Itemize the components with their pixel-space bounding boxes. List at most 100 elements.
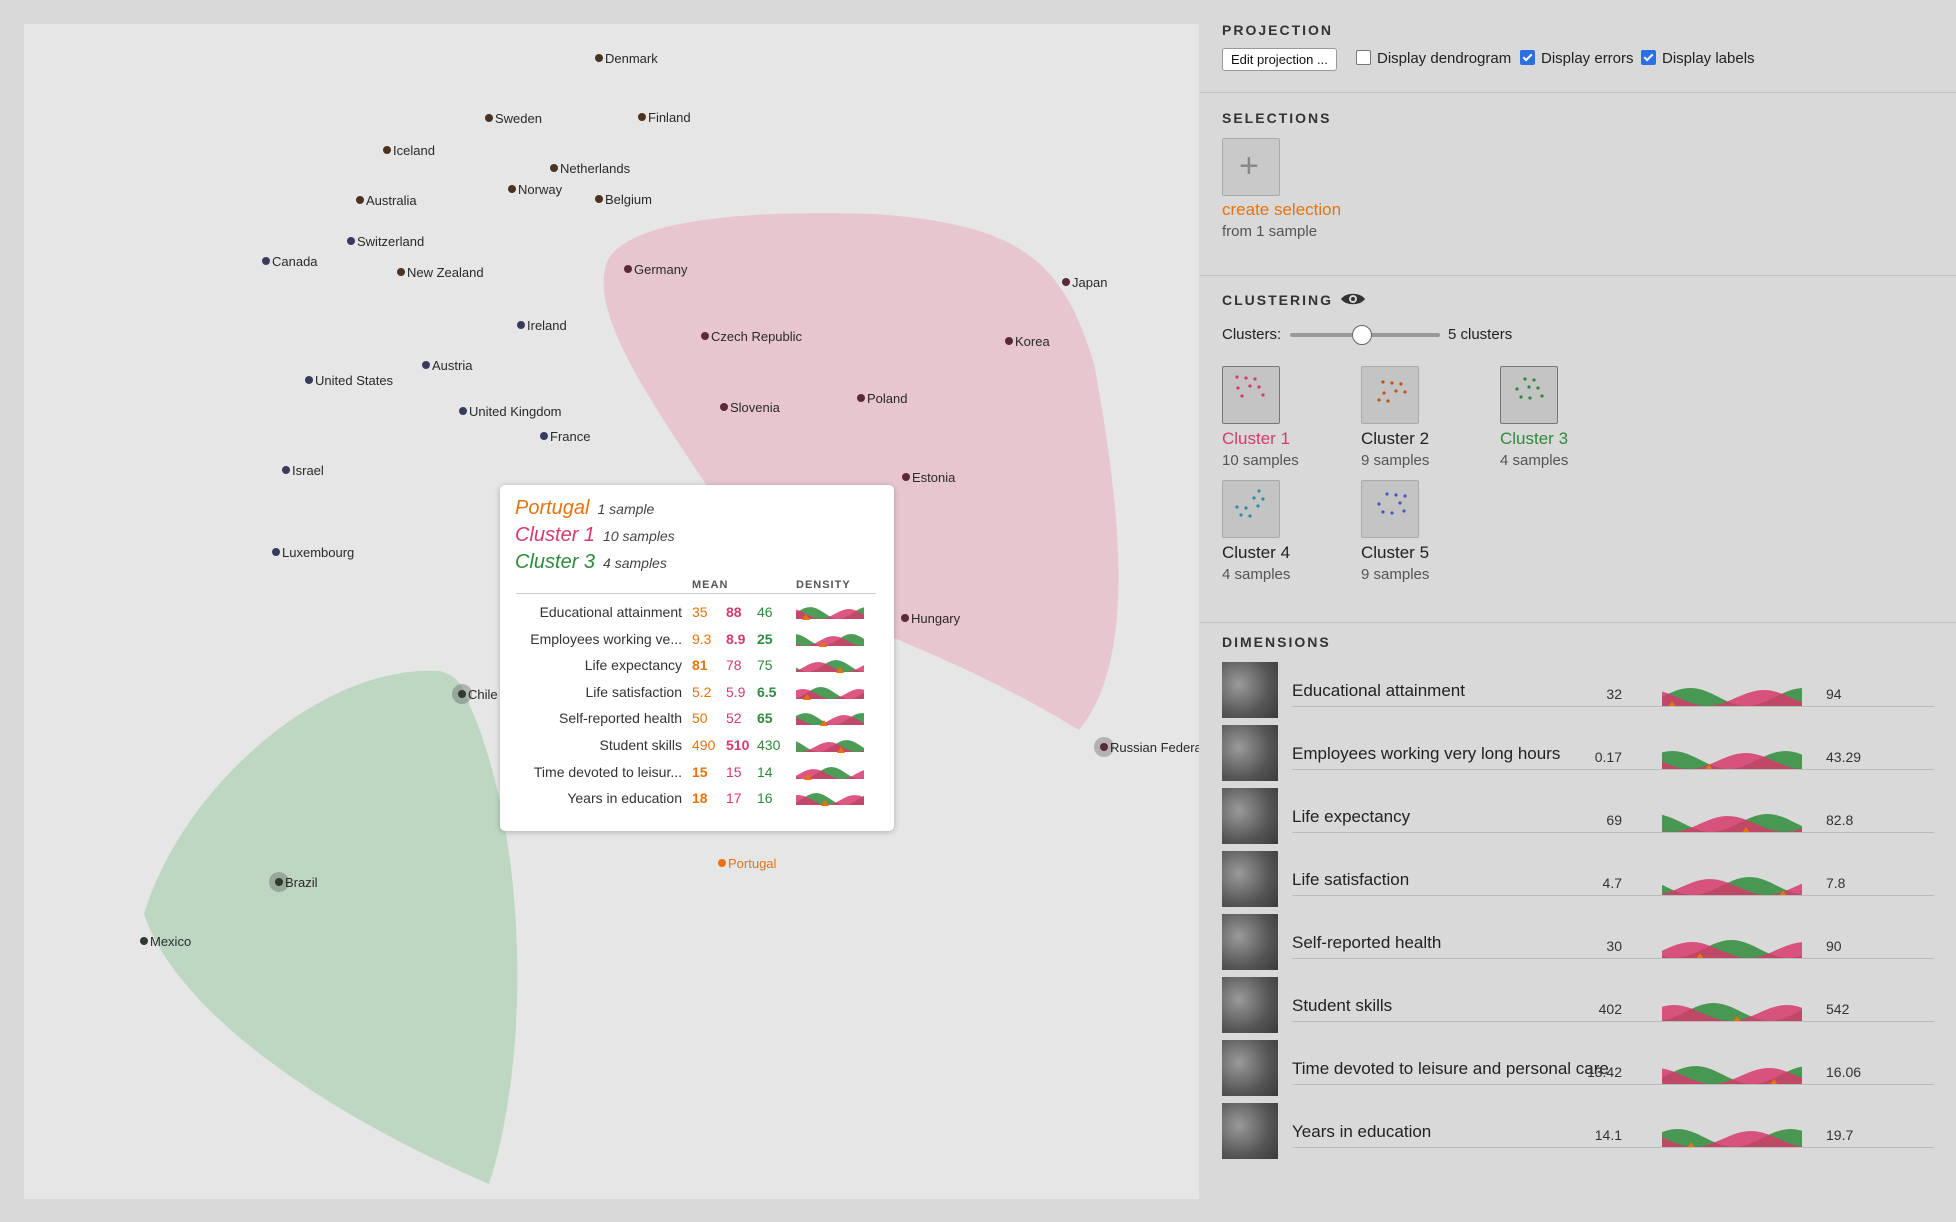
country-dot[interactable] xyxy=(1100,743,1108,751)
cluster-thumbnail[interactable] xyxy=(1500,366,1558,424)
dimension-baseline xyxy=(1292,1021,1934,1022)
country-dot[interactable] xyxy=(624,265,632,273)
country-dot[interactable] xyxy=(1005,337,1013,345)
country-dot[interactable] xyxy=(272,548,280,556)
country-dot[interactable] xyxy=(638,113,646,121)
metric-mean-value: 81 xyxy=(692,657,708,674)
country-dot[interactable] xyxy=(356,196,364,204)
country-dot[interactable] xyxy=(485,114,493,122)
density-area xyxy=(1662,1005,1802,1021)
cluster-name[interactable]: Cluster 5 xyxy=(1361,543,1430,562)
cluster-name[interactable]: Cluster 3 xyxy=(1500,429,1569,448)
labels-checkbox-box[interactable] xyxy=(1641,50,1656,65)
density-area xyxy=(796,742,864,752)
country-dot[interactable] xyxy=(517,321,525,329)
cluster-name[interactable]: Cluster 1 xyxy=(1222,429,1291,448)
cluster-mini-dot xyxy=(1236,386,1240,390)
country-dot[interactable] xyxy=(282,466,290,474)
country-dot[interactable] xyxy=(1062,278,1070,286)
country-dot[interactable] xyxy=(140,937,148,945)
metric-mean-value: 510 xyxy=(726,737,750,753)
display-errors-checkbox[interactable]: Display errors xyxy=(1520,50,1634,67)
dimension-heatmap-thumbnail[interactable] xyxy=(1222,851,1278,907)
dimension-heatmap-thumbnail[interactable] xyxy=(1222,977,1278,1033)
eye-icon[interactable] xyxy=(1340,291,1366,307)
sample-marker xyxy=(802,614,810,620)
country-dot[interactable] xyxy=(595,54,603,62)
slider-handle[interactable] xyxy=(1351,325,1372,345)
dimension-min: 13.42 xyxy=(1586,1064,1622,1080)
clusters-slider[interactable] xyxy=(1290,325,1440,345)
cluster-mini-dot xyxy=(1528,396,1532,400)
country-dot[interactable] xyxy=(857,394,865,402)
display-labels-checkbox[interactable]: Display labels xyxy=(1641,50,1755,67)
metric-mean-value: 35 xyxy=(692,604,708,620)
cluster-thumbnail[interactable] xyxy=(1222,480,1280,538)
country-dot[interactable] xyxy=(540,432,548,440)
dimension-max: 94 xyxy=(1826,686,1842,702)
display-dendrogram-checkbox[interactable]: Display dendrogram xyxy=(1356,50,1511,67)
cluster-mini-dot xyxy=(1381,380,1385,384)
cluster-mini-dot xyxy=(1403,494,1407,498)
metric-name: Self-reported health xyxy=(559,710,682,727)
create-selection-button[interactable]: + xyxy=(1222,138,1280,196)
cluster-thumbnail[interactable] xyxy=(1361,480,1419,538)
cluster-mini-plot xyxy=(1515,377,1544,400)
dimension-row[interactable]: Time devoted to leisure and personal car… xyxy=(1222,1040,1934,1096)
country-dot[interactable] xyxy=(262,257,270,265)
cluster-mini-dot xyxy=(1235,375,1239,379)
metric-mean-value: 78 xyxy=(726,657,742,674)
cluster-mini-dot xyxy=(1390,511,1394,515)
dimension-heatmap-thumbnail[interactable] xyxy=(1222,662,1278,718)
dimension-heatmap-thumbnail[interactable] xyxy=(1222,788,1278,844)
country-dot[interactable] xyxy=(701,332,709,340)
country-dot[interactable] xyxy=(720,403,728,411)
country-dot[interactable] xyxy=(459,407,467,415)
cluster-name[interactable]: Cluster 4 xyxy=(1222,543,1291,562)
country-dot[interactable] xyxy=(275,878,283,886)
dendrogram-checkbox-box[interactable] xyxy=(1356,50,1371,65)
dimension-heatmap-thumbnail[interactable] xyxy=(1222,914,1278,970)
country-dot[interactable] xyxy=(383,146,391,154)
cluster-thumbnail[interactable] xyxy=(1222,366,1280,424)
dimension-heatmap-thumbnail[interactable] xyxy=(1222,725,1278,781)
country-dot[interactable] xyxy=(718,859,726,867)
country-dot[interactable] xyxy=(902,473,910,481)
dimension-heatmap-thumbnail[interactable] xyxy=(1222,1040,1278,1096)
sample-marker xyxy=(803,693,811,700)
cluster-samples: 9 samples xyxy=(1361,452,1430,469)
country-dot[interactable] xyxy=(901,614,909,622)
country-dot[interactable] xyxy=(595,195,603,203)
cluster-thumbnail[interactable] xyxy=(1361,366,1419,424)
country-dot[interactable] xyxy=(550,164,558,172)
country-label: Korea xyxy=(1015,334,1050,349)
divider xyxy=(1200,275,1956,276)
dimension-heatmap-thumbnail[interactable] xyxy=(1222,1103,1278,1159)
cluster-mini-dot xyxy=(1402,509,1406,513)
edit-projection-button[interactable]: Edit projection ... xyxy=(1222,48,1337,71)
cluster-name[interactable]: Cluster 2 xyxy=(1361,429,1430,448)
density-area xyxy=(796,768,864,779)
errors-checkbox-box[interactable] xyxy=(1520,50,1535,65)
country-dot[interactable] xyxy=(347,237,355,245)
country-label: Sweden xyxy=(495,111,542,126)
sample-marker xyxy=(804,773,812,780)
country-dot[interactable] xyxy=(305,376,313,384)
country-dot[interactable] xyxy=(397,268,405,276)
metric-mean-value: 65 xyxy=(757,710,773,727)
country-label: Switzerland xyxy=(357,234,425,249)
create-selection-link[interactable]: create selection xyxy=(1222,200,1342,219)
divider xyxy=(1200,622,1956,623)
country-dot[interactable] xyxy=(508,185,516,193)
country-dot[interactable] xyxy=(458,690,466,698)
country-dot[interactable] xyxy=(422,361,430,369)
